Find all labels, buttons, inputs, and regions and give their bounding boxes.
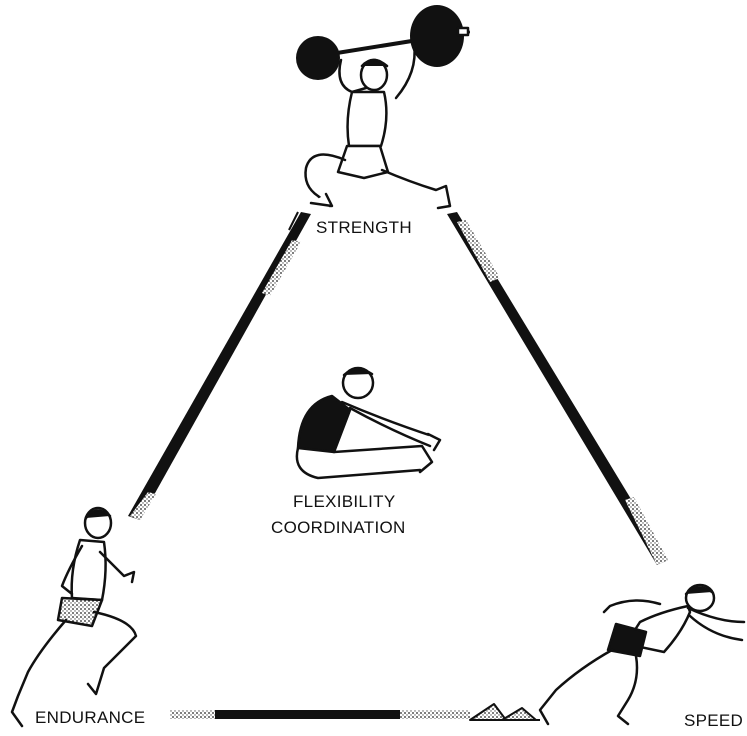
sprinter-figure — [538, 583, 746, 726]
seated-stretch-figure — [295, 366, 442, 480]
weightlifter-figure — [296, 5, 470, 210]
coordination-label: COORDINATION — [271, 518, 406, 537]
endurance-label: ENDURANCE — [35, 708, 146, 727]
speed-label: SPEED — [684, 711, 744, 730]
triangle-edge-bottom — [170, 710, 470, 719]
strength-label: STRENGTH — [316, 218, 412, 237]
starting-block — [469, 703, 540, 721]
flexibility-label: FLEXIBILITY — [293, 492, 396, 511]
triangle-edge-left — [128, 211, 311, 520]
triangle-edge-right — [447, 212, 668, 565]
runner-figure — [10, 506, 138, 728]
